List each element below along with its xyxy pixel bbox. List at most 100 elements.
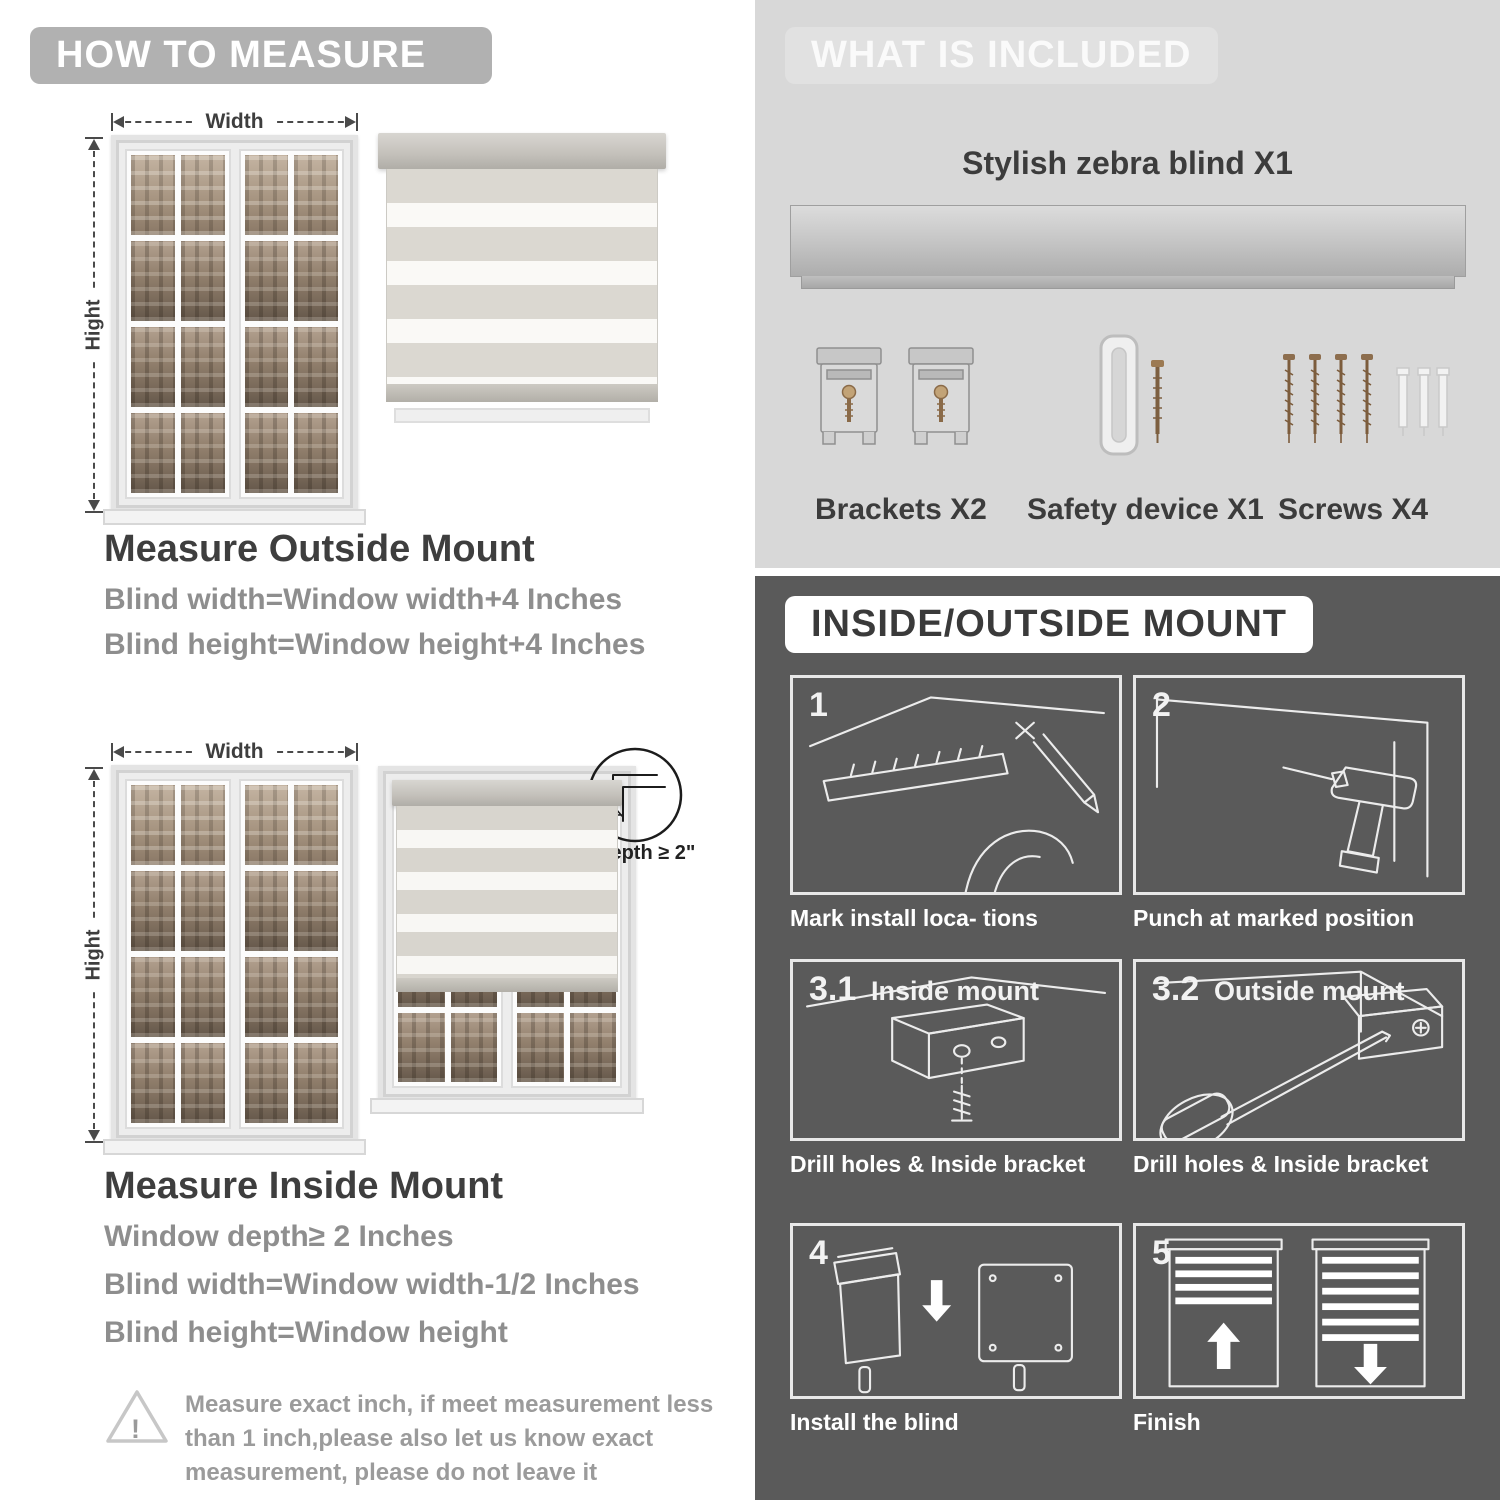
mount-steps-section: INSIDE/OUTSIDE MOUNT 1 Mark install loca… [755,576,1500,1500]
step-number: 2 [1152,686,1171,724]
warning-text: Measure exact inch, if meet measurement … [185,1388,713,1490]
drill-punch-illustration [1155,698,1429,878]
window-pane [244,1043,289,1123]
how-to-measure-title: HOW TO MEASURE [56,34,427,76]
window-pane [294,241,338,321]
blind-bottom-rail [396,978,618,992]
arrow-tick [85,1141,103,1143]
screws-icon [1283,352,1450,445]
outside-mount-window-figure: Width Hight [82,110,366,525]
width-label: Width [195,740,274,764]
blind-headrail [392,780,622,806]
arrow-tick [111,113,113,131]
blind-zebra-stripes [386,169,658,384]
height-label: Hight [82,919,106,991]
window-pane [244,871,289,951]
arrow-tick [356,743,358,761]
window-pane [244,957,289,1037]
window-sill [394,408,650,423]
height-arrow: Hight [82,137,106,513]
blind-bottom-rail [386,384,658,402]
outside-mount-rule-2: Blind height=Window height+4 Inches [104,628,646,661]
window-sashes [125,149,344,499]
brackets-label: Brackets X2 [815,493,987,526]
window-sashes [125,779,344,1129]
inside-mount-rule-1: Window depth≥ 2 Inches [104,1220,454,1253]
window-pane [294,413,338,493]
window-pane [180,871,225,951]
arrow-tick [85,767,103,769]
window-sash [238,779,344,1129]
outside-bracket-illustration [1152,970,1444,1138]
window-pane [180,957,225,1037]
step-panel-2: 2 [1133,675,1465,895]
arrowhead-left-icon [113,746,124,758]
window-sash [125,779,231,1129]
window-pane [131,241,175,321]
brackets-icon [816,346,975,446]
window-pane [450,1012,497,1082]
warning-line-1: Measure exact inch, if meet measurement … [185,1391,714,1418]
inside-mounted-zebra-blind [392,780,622,992]
how-to-measure-header: HOW TO MEASURE [30,27,492,84]
window-pane [244,327,289,407]
step-caption-4: Install the blind [790,1409,959,1435]
window-illustration [103,765,366,1155]
step-number: 4 [809,1234,828,1272]
depth-requirement-label: Depth ≥ 2" [596,842,696,864]
step-caption-3-2: Drill holes & Inside bracket [1133,1151,1429,1177]
window-pane [244,241,289,321]
window-illustration [103,135,366,525]
arrowhead-down-icon [88,500,100,511]
window-pane [517,1012,564,1082]
window-pane [131,785,175,865]
blind-headrail [378,133,666,169]
outside-mount-rule-1: Blind width=Window width+4 Inches [104,583,623,616]
zebra-blind-headrail-image [790,205,1466,289]
window-pane [398,1012,445,1082]
step-caption-3-1: Drill holes & Inside bracket [790,1151,1086,1177]
inside-mount-heading: Measure Inside Mount [104,1165,504,1207]
safety-device-label: Safety device X1 [1027,493,1264,526]
window-pane [569,1012,616,1082]
inside-mount-rule-3: Blind height=Window height [104,1316,508,1349]
window-pane [294,871,338,951]
step-panel-4: 4 [790,1223,1122,1399]
zebra-blind-quantity-label: Stylish zebra blind X1 [962,145,1293,181]
inside-mount-rule-2: Blind width=Window width-1/2 Inches [104,1268,640,1301]
screws-label: Screws X4 [1278,493,1429,526]
window-pane [131,1043,175,1123]
step-number: 1 [809,686,828,724]
inside-mount-tag: Inside mount [871,976,1039,1006]
safety-device-icon [1099,334,1164,456]
step-number: 3.1 [809,970,857,1008]
window-pane [244,785,289,865]
width-arrow: Width [111,740,358,764]
window-pane [180,155,225,235]
window-sash [238,149,344,499]
outside-mount-blind-illustration [378,133,666,423]
window-pane [294,1043,338,1123]
window-pane [244,155,289,235]
what-is-included-title: WHAT IS INCLUDED [811,34,1192,76]
height-arrow: Hight [82,767,106,1143]
window-pane [180,785,225,865]
mount-section-title: INSIDE/OUTSIDE MOUNT [811,603,1288,645]
step-number: 5 [1152,1234,1171,1272]
step-panel-3-2: 3.2 Outside mount [1133,959,1465,1141]
window-pane [180,241,225,321]
warning-line-2: than 1 inch,please also let us know exac… [185,1425,654,1452]
arrowhead-right-icon [345,116,356,128]
arrowhead-up-icon [88,769,100,780]
arrow-tick [85,137,103,139]
inside-mount-window-figure: Width Hight [82,740,366,1155]
window-pane [244,413,289,493]
window-pane [131,327,175,407]
window-pane [180,413,225,493]
inside-mount-blind-illustration [370,766,644,1114]
step-number: 3.2 [1152,970,1200,1008]
step-caption-5: Finish [1133,1409,1201,1435]
warning-triangle-icon [106,1390,168,1443]
inside-bracket-illustration [806,976,1106,1122]
